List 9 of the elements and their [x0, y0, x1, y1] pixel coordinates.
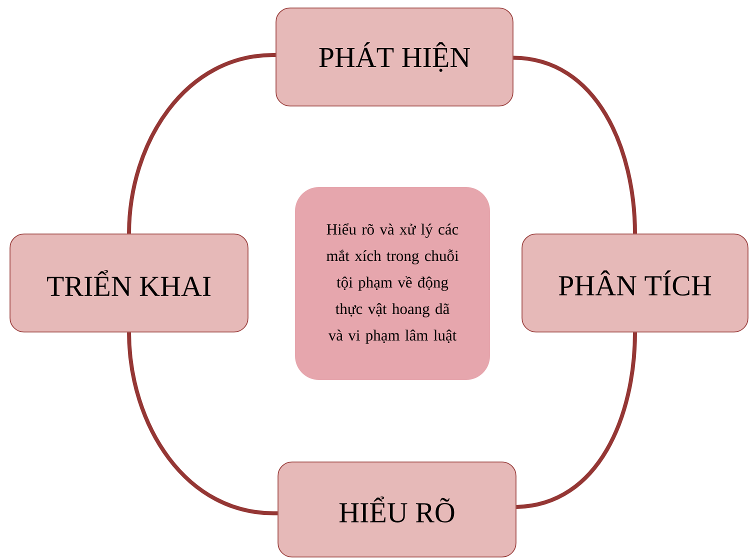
center-box: Hiểu rõ và xử lý các mắt xích trong chuỗi tội phạm về động thực vật hoang dã và vi phạm lâm luật: [295, 187, 490, 380]
ring-arc: [127, 332, 278, 516]
ring-arc: [516, 332, 637, 509]
stage-box: HIỂU RÕ: [278, 462, 516, 558]
stage-box: PHÁT HIỆN: [276, 8, 514, 106]
stage-box: PHÂN TÍCH: [522, 234, 748, 332]
ring-arc: [127, 53, 276, 234]
ring-arc: [513, 56, 637, 234]
stage-box: TRIỂN KHAI: [10, 234, 248, 332]
